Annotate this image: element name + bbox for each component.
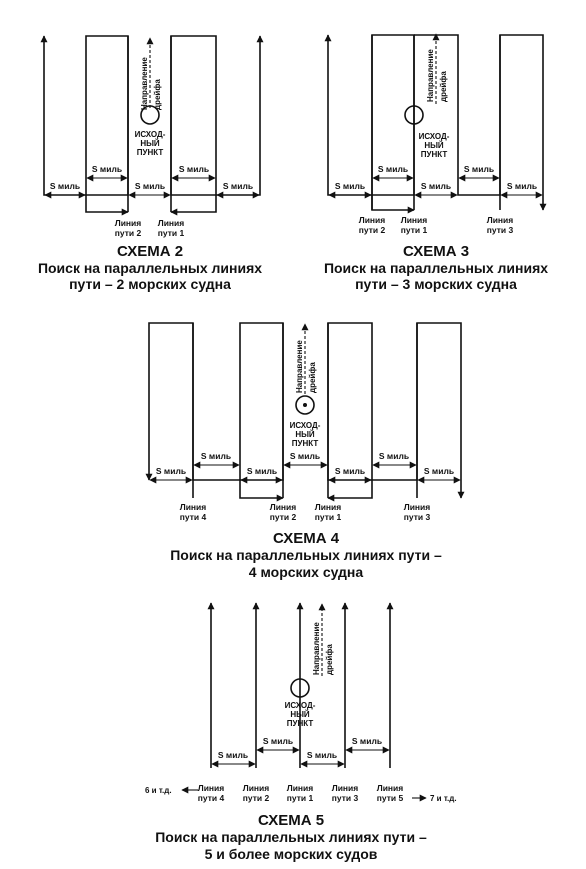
- scheme-3-subtitle: пути – 3 морских судна: [355, 276, 517, 292]
- spacing-label: S миль: [378, 164, 408, 174]
- scheme-2: S миль S миль S миль S миль S миль Напра…: [38, 35, 264, 292]
- scheme-5-subtitle: Поиск на параллельных линиях пути –: [155, 829, 427, 845]
- spacing-label: S миль: [201, 451, 231, 461]
- track-label: пути 3: [487, 225, 514, 235]
- scheme-3-subtitle: Поиск на параллельных линиях: [324, 260, 548, 276]
- track-label: пути 3: [332, 793, 359, 803]
- origin-point-label: НЫЙ: [295, 430, 315, 439]
- origin-point-label: ПУНКТ: [421, 150, 448, 159]
- origin-point-label: ПУНКТ: [137, 148, 164, 157]
- track-label: Линия: [359, 215, 386, 225]
- origin-point-label: ИСХОД-: [290, 421, 321, 430]
- scheme-3-title: СХЕМА 3: [403, 243, 469, 260]
- spacing-label: S миль: [421, 181, 451, 191]
- scheme-3-origin-circle: [404, 105, 424, 125]
- origin-point-label: НЫЙ: [140, 139, 160, 148]
- scheme-4-subtitle: Поиск на параллельных линиях пути –: [170, 547, 442, 563]
- spacing-label: S миль: [263, 736, 293, 746]
- spacing-label: S миль: [424, 466, 454, 476]
- scheme-5-left-note: 6 и т.д.: [145, 786, 172, 795]
- drift-direction-label: Направление: [312, 622, 321, 675]
- spacing-label: S миль: [92, 164, 122, 174]
- origin-point-label: ПУНКТ: [292, 439, 319, 448]
- track-label: Линия: [332, 783, 359, 793]
- track-label: пути 4: [198, 793, 225, 803]
- origin-point-label: ИСХОД-: [285, 701, 316, 710]
- spacing-label: S миль: [307, 750, 337, 760]
- scheme-4: S миль S миль S миль S миль S миль S мил…: [145, 322, 465, 580]
- spacing-label: S миль: [379, 451, 409, 461]
- track-label: пути 2: [270, 512, 297, 522]
- spacing-label: S миль: [218, 750, 248, 760]
- track-label: пути 2: [243, 793, 270, 803]
- track-label: Линия: [287, 783, 314, 793]
- scheme-2-title: СХЕМА 2: [117, 243, 183, 260]
- origin-point-label: ИСХОД-: [419, 132, 450, 141]
- track-label: пути 2: [359, 225, 386, 235]
- drift-direction-label: дрейфа: [308, 362, 317, 393]
- drift-direction-label: дрейфа: [325, 644, 334, 675]
- drift-direction-label: Направление: [426, 49, 435, 102]
- track-label: пути 4: [180, 512, 207, 522]
- track-label: пути 1: [287, 793, 314, 803]
- spacing-label: S миль: [335, 181, 365, 191]
- origin-point-label: НЫЙ: [424, 141, 444, 150]
- track-label: пути 1: [315, 512, 342, 522]
- scheme-5-subtitle: 5 и более морских судов: [205, 846, 378, 862]
- track-label: Линия: [198, 783, 225, 793]
- scheme-4-origin-dot: [303, 403, 307, 407]
- track-label: пути 2: [115, 228, 142, 238]
- track-label: пути 1: [158, 228, 185, 238]
- scheme-3: S миль S миль S миль S миль S миль Напра…: [324, 33, 548, 292]
- track-label: Линия: [487, 215, 514, 225]
- spacing-label: S миль: [507, 181, 537, 191]
- drift-direction-label: Направление: [295, 340, 304, 393]
- drift-direction-label: дрейфа: [153, 79, 162, 110]
- track-label: Линия: [270, 502, 297, 512]
- drift-direction-label: Направление: [140, 57, 149, 110]
- spacing-label: S миль: [247, 466, 277, 476]
- spacing-label: S миль: [352, 736, 382, 746]
- track-label: пути 3: [404, 512, 431, 522]
- scheme-5: S миль S миль S миль S миль Направление …: [145, 602, 457, 862]
- origin-point-label: НЫЙ: [290, 710, 310, 719]
- track-label: Линия: [377, 783, 404, 793]
- scheme-2-subtitle: пути – 2 морских судна: [69, 276, 231, 292]
- scheme-5-title: СХЕМА 5: [258, 812, 324, 829]
- scheme-4-origin-circle: [295, 395, 315, 415]
- spacing-label: S миль: [223, 181, 253, 191]
- track-label: Линия: [404, 502, 431, 512]
- drift-direction-label: дрейфа: [439, 71, 448, 102]
- spacing-label: S миль: [135, 181, 165, 191]
- scheme-5-origin-circle: [290, 678, 310, 698]
- scheme-4-subtitle: 4 морских судна: [249, 564, 364, 580]
- track-label: Линия: [315, 502, 342, 512]
- track-label: Линия: [115, 218, 142, 228]
- spacing-label: S миль: [179, 164, 209, 174]
- track-label: Линия: [180, 502, 207, 512]
- scheme-5-right-note: 7 и т.д.: [430, 794, 457, 803]
- spacing-label: S миль: [335, 466, 365, 476]
- track-label: пути 1: [401, 225, 428, 235]
- track-label: Линия: [243, 783, 270, 793]
- origin-point-label: ПУНКТ: [287, 719, 314, 728]
- spacing-label: S миль: [50, 181, 80, 191]
- scheme-4-title: СХЕМА 4: [273, 530, 340, 547]
- origin-point-label: ИСХОД-: [135, 130, 166, 139]
- track-label: пути 5: [377, 793, 404, 803]
- track-label: Линия: [401, 215, 428, 225]
- spacing-label: S миль: [290, 451, 320, 461]
- spacing-label: S миль: [464, 164, 494, 174]
- track-label: Линия: [158, 218, 185, 228]
- scheme-2-subtitle: Поиск на параллельных линиях: [38, 260, 262, 276]
- spacing-label: S миль: [156, 466, 186, 476]
